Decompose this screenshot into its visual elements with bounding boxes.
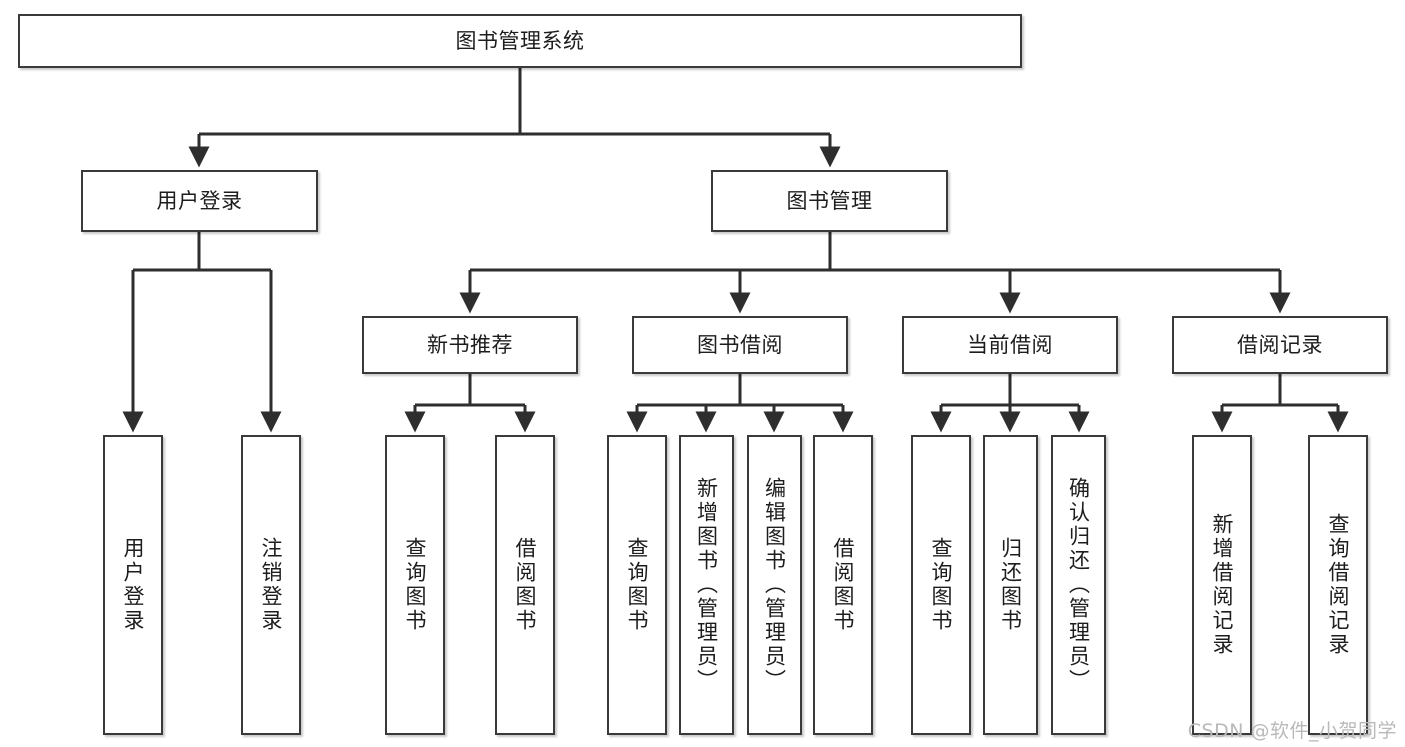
node-leaf-query-record-label: 查询借阅记录 xyxy=(1326,513,1351,657)
node-root[interactable]: 图书管理系统 xyxy=(18,14,1022,68)
node-root-label: 图书管理系统 xyxy=(455,28,585,53)
node-borrow-record-label: 借阅记录 xyxy=(1237,332,1323,357)
node-leaf-query-book-3-label: 查询图书 xyxy=(929,537,954,633)
node-leaf-borrow-book-1[interactable]: 借阅图书 xyxy=(495,435,555,735)
node-leaf-borrow-book-2-label: 借阅图书 xyxy=(831,537,856,633)
node-leaf-return-book[interactable]: 归还图书 xyxy=(983,435,1038,735)
node-leaf-query-book-1[interactable]: 查询图书 xyxy=(385,435,445,735)
node-user-login-label: 用户登录 xyxy=(156,188,243,213)
node-leaf-logout-label: 注销登录 xyxy=(259,537,284,633)
node-current-borrow[interactable]: 当前借阅 xyxy=(902,316,1118,374)
node-leaf-add-book-label: 新增图书（管理员） xyxy=(694,477,719,693)
node-leaf-add-record[interactable]: 新增借阅记录 xyxy=(1192,435,1252,735)
node-leaf-edit-book-label: 编辑图书（管理员） xyxy=(762,477,787,693)
node-leaf-edit-book[interactable]: 编辑图书（管理员） xyxy=(747,435,802,735)
node-leaf-query-book-1-label: 查询图书 xyxy=(403,537,428,633)
node-leaf-confirm-return-label: 确认归还（管理员） xyxy=(1066,477,1091,693)
node-leaf-query-book-2[interactable]: 查询图书 xyxy=(607,435,667,735)
node-leaf-query-book-3[interactable]: 查询图书 xyxy=(911,435,971,735)
node-leaf-add-record-label: 新增借阅记录 xyxy=(1210,513,1235,657)
node-book-borrow-label: 图书借阅 xyxy=(697,332,783,357)
node-leaf-borrow-book-2[interactable]: 借阅图书 xyxy=(813,435,873,735)
node-borrow-record[interactable]: 借阅记录 xyxy=(1172,316,1388,374)
node-leaf-query-book-2-label: 查询图书 xyxy=(625,537,650,633)
node-leaf-return-book-label: 归还图书 xyxy=(998,537,1023,633)
node-leaf-query-record[interactable]: 查询借阅记录 xyxy=(1308,435,1368,735)
node-current-borrow-label: 当前借阅 xyxy=(967,332,1053,357)
node-new-book-rec-label: 新书推荐 xyxy=(427,332,513,357)
node-book-manage[interactable]: 图书管理 xyxy=(711,170,948,232)
node-user-login[interactable]: 用户登录 xyxy=(81,170,318,232)
node-leaf-user-login-label: 用户登录 xyxy=(121,537,146,633)
node-new-book-rec[interactable]: 新书推荐 xyxy=(362,316,578,374)
node-leaf-add-book[interactable]: 新增图书（管理员） xyxy=(679,435,734,735)
node-leaf-confirm-return[interactable]: 确认归还（管理员） xyxy=(1051,435,1106,735)
node-book-borrow[interactable]: 图书借阅 xyxy=(632,316,848,374)
node-leaf-user-login[interactable]: 用户登录 xyxy=(103,435,163,735)
node-leaf-logout[interactable]: 注销登录 xyxy=(241,435,301,735)
node-leaf-borrow-book-1-label: 借阅图书 xyxy=(513,537,538,633)
node-book-manage-label: 图书管理 xyxy=(786,188,873,213)
